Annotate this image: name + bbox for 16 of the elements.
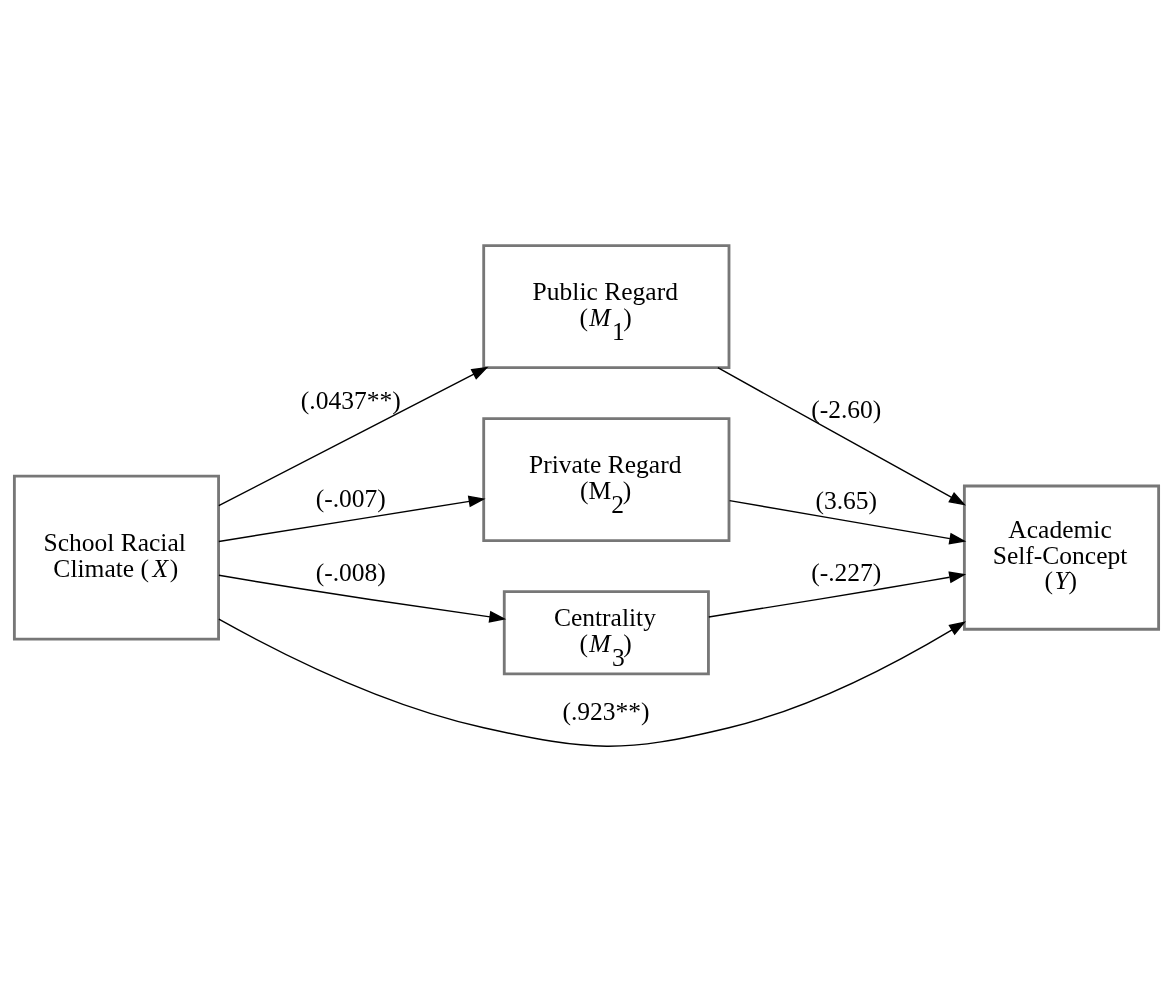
- arrow: [708, 571, 967, 618]
- edge-label: (.0437**): [300, 386, 401, 416]
- edge-label: (-2.60): [811, 394, 882, 424]
- arrow: [218, 495, 486, 543]
- edge-label: (-.227): [811, 557, 882, 587]
- arrow: [218, 574, 507, 623]
- node-box: Academic Self-Concept (Y): [962, 484, 1161, 631]
- edge-label: (.923**): [562, 696, 650, 726]
- arrow: [218, 618, 967, 747]
- arrow: [218, 366, 489, 507]
- edge-label: (-.007): [315, 484, 386, 514]
- node-box: School Racial Climate (X): [12, 474, 220, 641]
- edge-label: (3.65): [815, 485, 878, 515]
- arrow: [728, 499, 967, 545]
- arrow: [717, 367, 966, 506]
- edge-label: (-.008): [315, 557, 386, 587]
